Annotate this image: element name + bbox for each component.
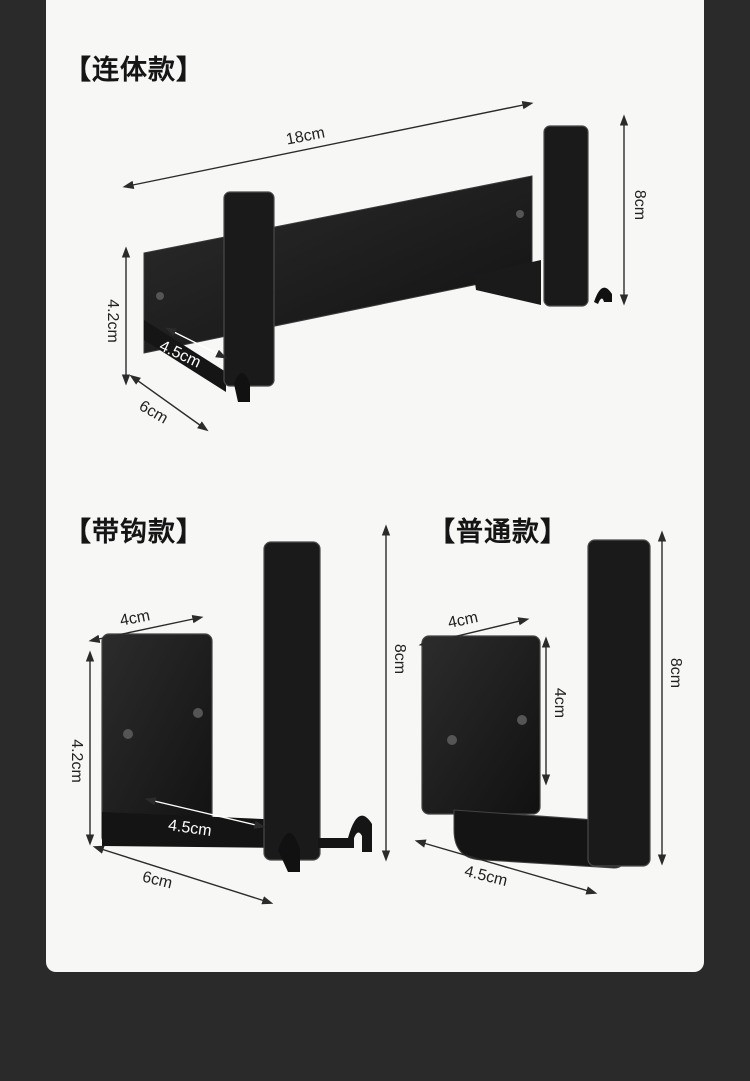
dim-plate-height: 4.2cm <box>103 299 121 343</box>
section-title-with-hook: 【带钩款】 <box>64 517 204 548</box>
section-title-one-piece: 【连体款】 <box>64 55 204 86</box>
with-hook-bracket-image <box>101 541 372 872</box>
standard-bracket-image <box>421 539 651 869</box>
dim-height: 8cm <box>391 643 409 675</box>
dim-plate-height: 4.2cm <box>67 739 85 783</box>
one-piece-rack-image <box>143 125 612 402</box>
dim-height: 8cm <box>667 657 685 689</box>
section-title-standard: 【普通款】 <box>428 517 568 548</box>
product-card: 【连体款】 <box>46 0 704 972</box>
dim-plate-height: 4cm <box>551 687 569 719</box>
dim-height: 8cm <box>631 189 649 221</box>
product-illustrations <box>85 101 667 905</box>
